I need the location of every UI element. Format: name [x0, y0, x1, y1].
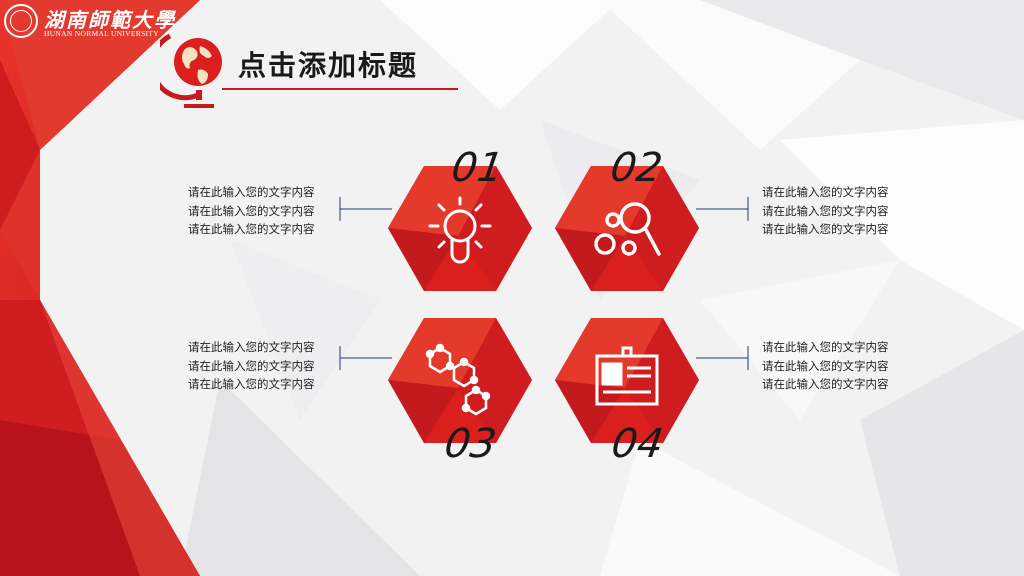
logo-english-name: HUNAN NORMAL UNIVERSITY	[44, 29, 159, 38]
molecule-icon	[425, 343, 491, 416]
item-text-02[interactable]: 请在此输入您的文字内容 请在此输入您的文字内容 请在此输入您的文字内容	[762, 183, 889, 239]
item-number-03: 03	[441, 421, 500, 467]
item-text-line: 请在此输入您的文字内容	[762, 358, 889, 373]
item-number-01: 01	[448, 145, 507, 191]
hexagon-04	[555, 318, 699, 443]
connector-03	[339, 346, 392, 370]
item-number-02: 02	[607, 145, 666, 191]
item-text-line: 请在此输入您的文字内容	[188, 377, 315, 391]
item-text-line: 请在此输入您的文字内容	[188, 203, 315, 218]
lightbulb-icon	[428, 196, 492, 264]
hexagon-01	[388, 166, 532, 291]
connector-04	[696, 346, 749, 370]
item-text-04[interactable]: 请在此输入您的文字内容 请在此输入您的文字内容 请在此输入您的文字内容	[762, 338, 889, 394]
hexagon-02	[555, 166, 699, 291]
id-card-icon	[595, 346, 659, 406]
item-text-line: 请在此输入您的文字内容	[188, 185, 315, 199]
item-text-line: 请在此输入您的文字内容	[762, 185, 889, 199]
connector-02	[696, 197, 749, 221]
item-text-line: 请在此输入您的文字内容	[762, 377, 889, 391]
hexagon-03	[388, 318, 532, 443]
slide-title[interactable]: 点击添加标题	[238, 49, 419, 82]
connector-01	[339, 197, 392, 221]
item-text-line: 请在此输入您的文字内容	[188, 358, 315, 373]
item-text-01[interactable]: 请在此输入您的文字内容 请在此输入您的文字内容 请在此输入您的文字内容	[188, 183, 315, 239]
item-text-line: 请在此输入您的文字内容	[762, 222, 889, 236]
globe-icon	[160, 33, 222, 108]
gears-magnifier-icon	[594, 202, 661, 256]
university-seal-icon	[4, 4, 38, 38]
item-number-04: 04	[608, 421, 667, 467]
item-text-03[interactable]: 请在此输入您的文字内容 请在此输入您的文字内容 请在此输入您的文字内容	[188, 338, 315, 394]
logo-chinese-name: 湖南師範大學	[44, 8, 176, 32]
item-text-line: 请在此输入您的文字内容	[762, 203, 889, 218]
item-text-line: 请在此输入您的文字内容	[188, 340, 315, 354]
item-text-line: 请在此输入您的文字内容	[762, 340, 889, 354]
item-text-line: 请在此输入您的文字内容	[188, 222, 315, 236]
title-underline	[222, 88, 458, 90]
university-logo: 湖南師範大學 HUNAN NORMAL UNIVERSITY	[4, 4, 204, 40]
